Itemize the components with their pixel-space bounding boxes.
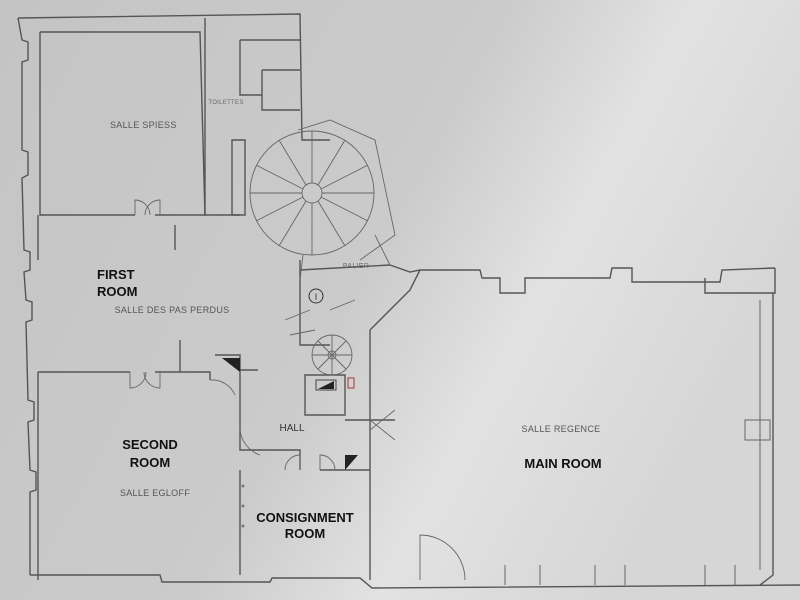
label-hall: HALL [279,423,304,434]
shaft-marker-1 [222,358,240,372]
shaft-marker-2 [345,455,358,470]
label-second-room-line1: SECOND [122,437,178,452]
doors [129,199,466,581]
label-toilettes: TOILETTES [208,100,243,106]
label-salle-pas-perdus: SALLE DES PAS PERDUS [115,305,230,315]
label-first-room-line1: FIRST [97,267,135,282]
label-second-room-line2: ROOM [130,455,170,470]
label-first-room-line2: ROOM [97,284,137,299]
label-salle-regence: SALLE REGENCE [522,424,601,434]
information-marker [308,288,324,304]
information-marker-label: I [315,292,318,302]
label-main-room: MAIN ROOM [524,456,601,471]
label-consignment-room-line1: CONSIGNMENT [256,510,354,525]
label-consignment-room-line2: ROOM [285,526,325,541]
staircases [249,119,396,376]
fixtures: I [222,288,358,528]
label-salle-spiess: SALLE SPIESS [110,120,177,130]
label-salle-egloff: SALLE EGLOFF [120,488,190,498]
outer-walls [17,13,800,589]
room-labels: SALLE SPIESS TOILETTES FIRST ROOM SALLE … [97,100,602,541]
label-palier: PALIER [343,263,369,270]
